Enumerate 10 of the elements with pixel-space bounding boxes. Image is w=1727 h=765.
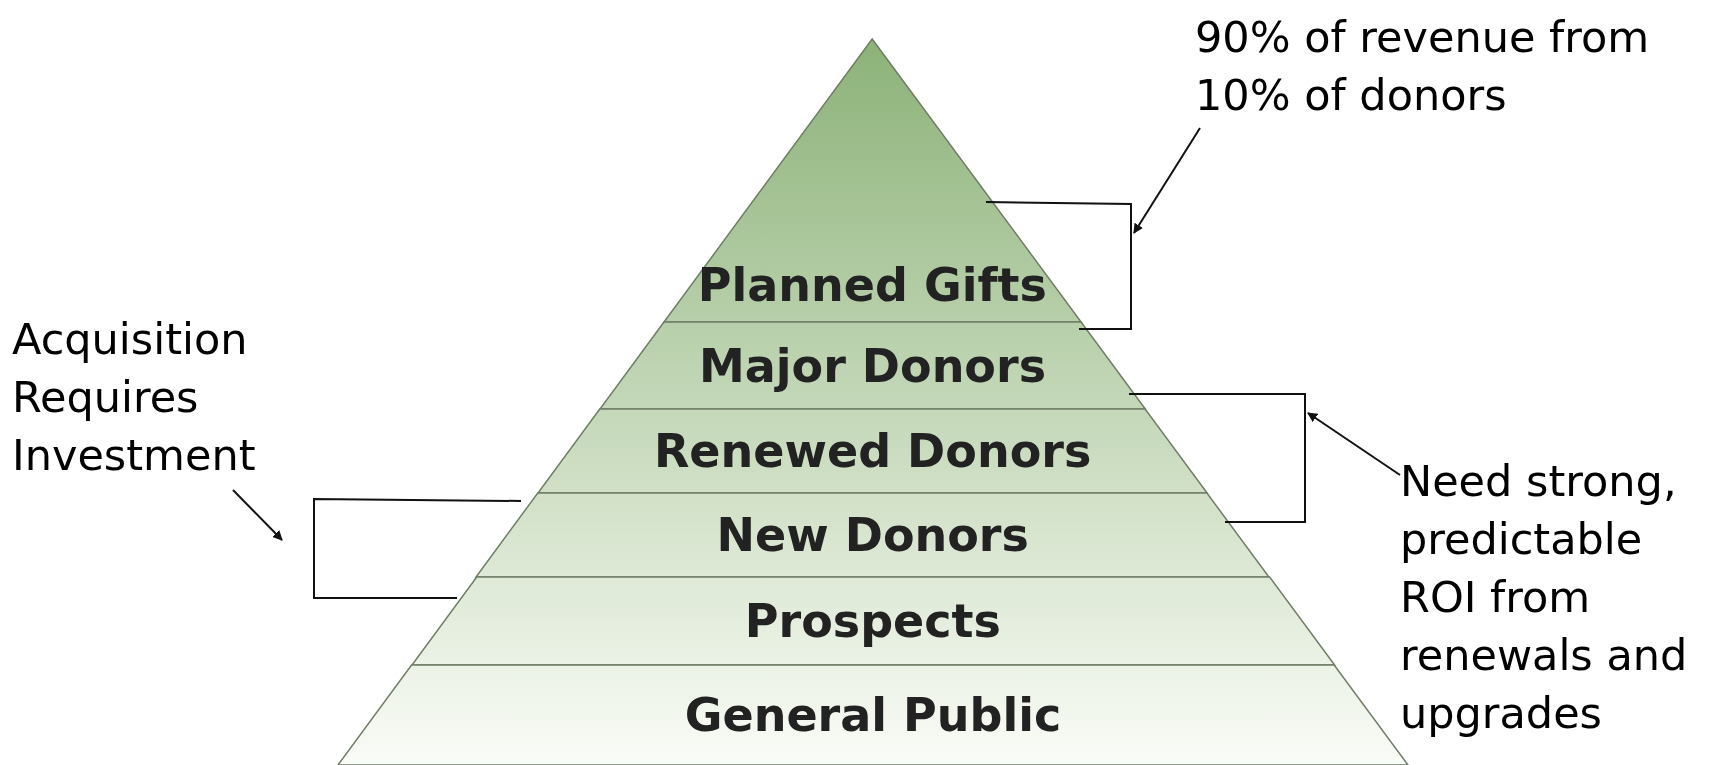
- arrow: [1133, 127, 1201, 234]
- tier-label: Renewed Donors: [653, 428, 1092, 474]
- arrow: [1307, 412, 1401, 476]
- annotation-text: Acquisition Requires Investment: [12, 313, 257, 482]
- tier-label: New Donors: [716, 512, 1029, 558]
- tier-label: Planned Gifts: [697, 262, 1047, 308]
- arrow: [232, 489, 283, 541]
- annotation-text: Need strong, predictable ROI from renewals and upgrades: [1400, 455, 1689, 740]
- tier-label: General Public: [684, 692, 1062, 738]
- annotation-text: 90% of revenue from 10% of donors: [1195, 11, 1651, 122]
